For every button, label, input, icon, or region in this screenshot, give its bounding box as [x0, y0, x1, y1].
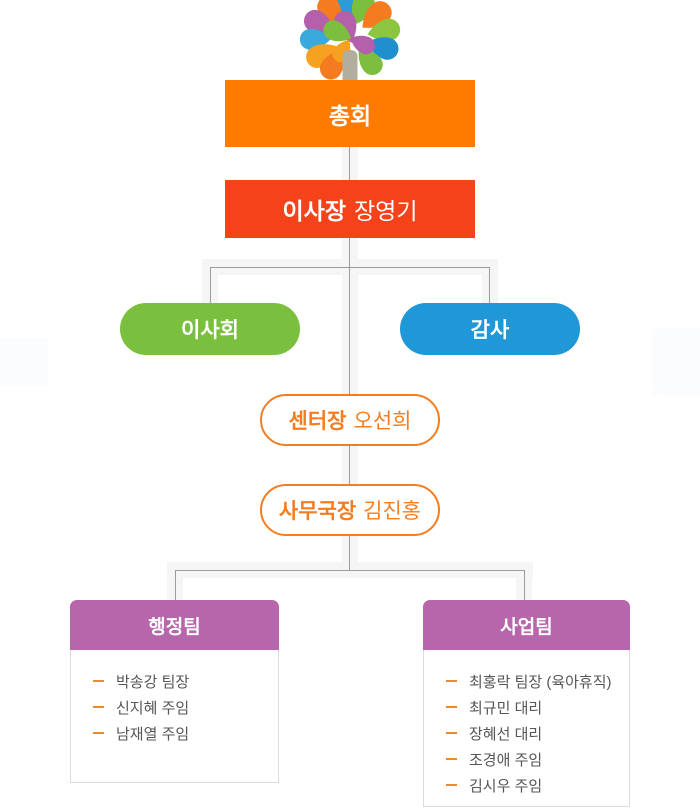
node-title: 이사장 [282, 198, 346, 224]
team-member-row: 최홍락 팀장 (육아휴직) [446, 668, 629, 694]
logo-petal [351, 0, 375, 25]
team-member-row: 남재열 주임 [93, 720, 278, 746]
node-title: 센터장 [288, 410, 347, 433]
team-member-row: 신지혜 주임 [93, 694, 278, 720]
connector-line [175, 570, 176, 600]
connector-line [489, 267, 490, 303]
node-label: 이사회 [181, 319, 239, 342]
logo-petal [358, 48, 383, 75]
dash-icon [93, 732, 104, 734]
node-person-name: 오선희 [353, 410, 412, 433]
dash-icon [93, 680, 104, 682]
node-board-of-directors: 이사회 [120, 303, 300, 355]
connector-band [342, 238, 358, 394]
connector-line [349, 536, 350, 571]
node-label: 감사 [470, 319, 510, 342]
node-secretary-general: 사무국장 김진홍 [260, 484, 440, 536]
node-person-name: 장영기 [354, 198, 418, 224]
connector-band [342, 446, 358, 484]
team-member-name: 최규민 대리 [469, 699, 543, 717]
node-general-assembly: 총회 [225, 80, 475, 147]
node-auditor: 감사 [400, 303, 580, 355]
team-member-row: 장혜선 대리 [446, 720, 629, 746]
team-member-name: 박송강 팀장 [116, 673, 190, 691]
connector-line [349, 238, 350, 394]
dash-icon [446, 706, 457, 708]
team-member-row: 조경애 주임 [446, 746, 629, 772]
logo-petal [306, 44, 337, 68]
dash-icon [446, 758, 457, 760]
connector-line [349, 446, 350, 484]
team-label: 행정팀 [148, 616, 201, 638]
node-title: 사무국장 [278, 500, 357, 523]
team-header: 행정팀 [70, 600, 279, 650]
logo-petal [323, 20, 352, 42]
petal-tree-logo-icon [299, 0, 401, 80]
node-chairman: 이사장 장영기 [225, 180, 475, 238]
team-member-name: 남재열 주임 [116, 725, 190, 743]
connector-line [524, 570, 525, 600]
logo-petal [367, 18, 401, 41]
node-person-name: 김진홍 [363, 500, 422, 523]
connector-line [210, 267, 211, 303]
team-label: 사업팀 [500, 616, 553, 638]
logo-petal [333, 10, 357, 43]
team-member-name: 김시우 주임 [469, 777, 543, 795]
faint-edge-panel-left [0, 338, 48, 386]
team-member-row: 박송강 팀장 [93, 668, 278, 694]
team-member-name: 장혜선 대리 [469, 725, 543, 743]
team-member-name: 신지혜 주임 [116, 699, 190, 717]
connector-line [210, 267, 490, 268]
connector-band [482, 259, 498, 303]
dash-icon [93, 706, 104, 708]
connector-line [349, 147, 350, 182]
team-member-row: 김시우 주임 [446, 772, 629, 798]
team-member-row: 최규민 대리 [446, 694, 629, 720]
node-center-director: 센터장 오선희 [260, 394, 440, 446]
dash-icon [446, 784, 457, 786]
connector-band [342, 536, 358, 562]
dash-icon [446, 680, 457, 682]
connector-line [175, 570, 525, 571]
logo-petal [350, 35, 375, 55]
team-header: 사업팀 [423, 600, 630, 650]
team-member-name: 조경애 주임 [469, 751, 543, 769]
team-member-name: 최홍락 팀장 (육아휴직) [469, 673, 612, 691]
connector-band [342, 147, 358, 182]
node-label: 총회 [328, 102, 372, 129]
tree-trunk [342, 50, 358, 80]
faint-edge-panel-right [652, 328, 700, 396]
dash-icon [446, 732, 457, 734]
